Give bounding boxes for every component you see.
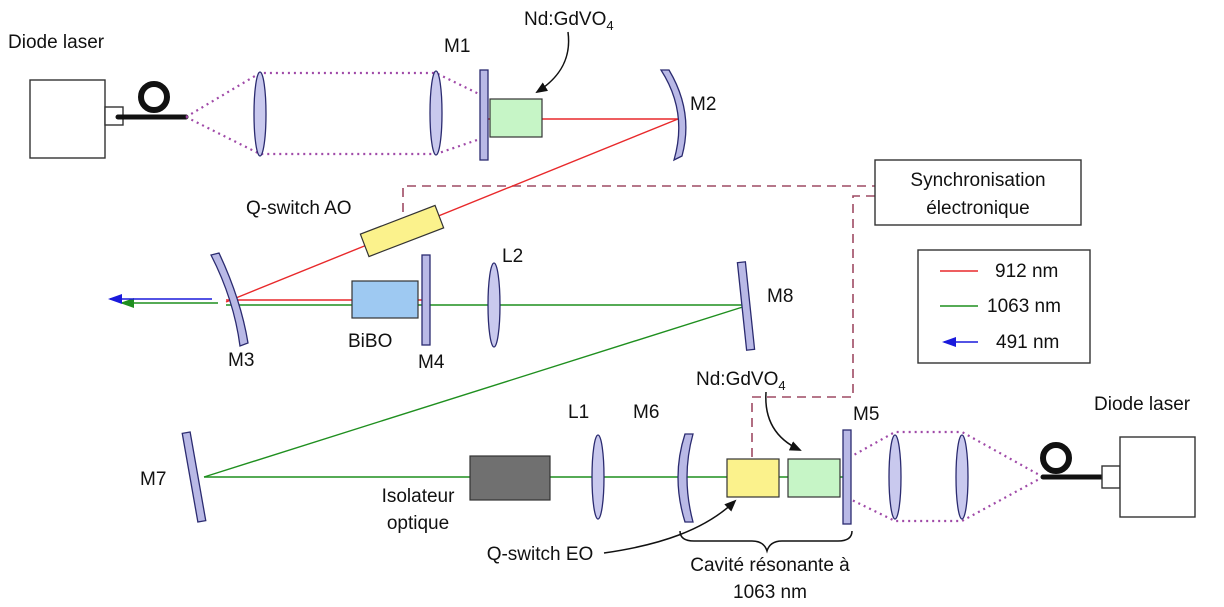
diode-laser-left-label: Diode laser [8,32,105,53]
crystal-bibo [351,280,419,319]
lens-l1-label: L1 [568,402,589,423]
mirror-m4 [421,254,431,346]
beam-912-m2-to-m3 [225,118,679,303]
crystal-top-label: Nd:GdVO4 [524,9,614,33]
lens-bottom-2 [955,434,969,520]
lens-l1 [591,434,605,520]
mirror-m3 [210,252,249,347]
cavity-label-line1: Cavité résonante à [690,555,850,576]
qswitch-ao [359,204,445,258]
mirror-m5 [842,429,852,525]
qswitch-eo [726,458,780,498]
mirror-m5-label: M5 [853,404,879,425]
bibo-label: BiBO [348,331,392,352]
beam-1063-m7-to-m8 [203,304,750,478]
mirror-m8-label: M8 [767,286,793,307]
cavity-label-line2: 1063 nm [733,582,807,603]
crystal-top-ndgdvo4 [489,98,543,138]
mirror-m8 [736,261,756,351]
mirror-m7 [181,431,207,523]
qswitch-eo-pointer-arrow [603,499,737,554]
pump-beam-bottom [851,430,1044,523]
isolator-label-line1: Isolateur [382,486,456,507]
fiber-coil-left [138,81,170,113]
sync-label-line1: Synchronisation [910,170,1045,191]
mirror-m7-label: M7 [140,469,166,490]
lens-l2-label: L2 [502,246,523,267]
lens-top-2 [429,70,443,156]
legend-label-491: 491 nm [996,332,1059,353]
qswitch-eo-label: Q-switch EO [487,544,594,565]
legend-label-912: 912 nm [995,261,1058,282]
mirror-m2 [659,69,687,162]
isolator-label-line2: optique [387,513,449,534]
lens-top-1 [253,71,267,157]
diode-laser-right-label: Diode laser [1094,394,1191,415]
legend-label-1063: 1063 nm [987,296,1061,317]
crystal-top-pointer-arrow [535,31,570,94]
mirror-m3-label: M3 [228,350,254,371]
crystal-bottom-ndgdvo4 [787,458,841,498]
sync-box [874,159,1082,226]
mirror-m1 [479,69,489,161]
mirror-m4-label: M4 [418,352,445,373]
mirror-m6-label: M6 [633,402,659,423]
diode-laser-right-connector [1101,465,1121,489]
lens-l2 [487,262,501,348]
mirror-m1-label: M1 [444,36,470,57]
diode-laser-left-box [29,79,106,159]
legend: 912 nm 1063 nm 491 nm [917,249,1091,364]
fiber-coil-right [1040,442,1072,474]
qswitch-ao-label: Q-switch AO [246,198,352,219]
mirror-m2-label: M2 [690,94,716,115]
mirror-m6 [677,433,694,523]
crystal-bottom-label: Nd:GdVO4 [696,369,786,393]
sync-label-line2: électronique [926,198,1030,219]
cavity-brace [679,530,853,554]
crystal-bottom-pointer-arrow [765,391,802,451]
optical-isolator [469,455,551,501]
sync-line-to-eo [751,195,875,460]
pump-beam-top [185,71,484,156]
lens-bottom-1 [888,434,902,520]
sync-line-to-ao [402,185,875,212]
diode-laser-right-box [1119,436,1196,518]
